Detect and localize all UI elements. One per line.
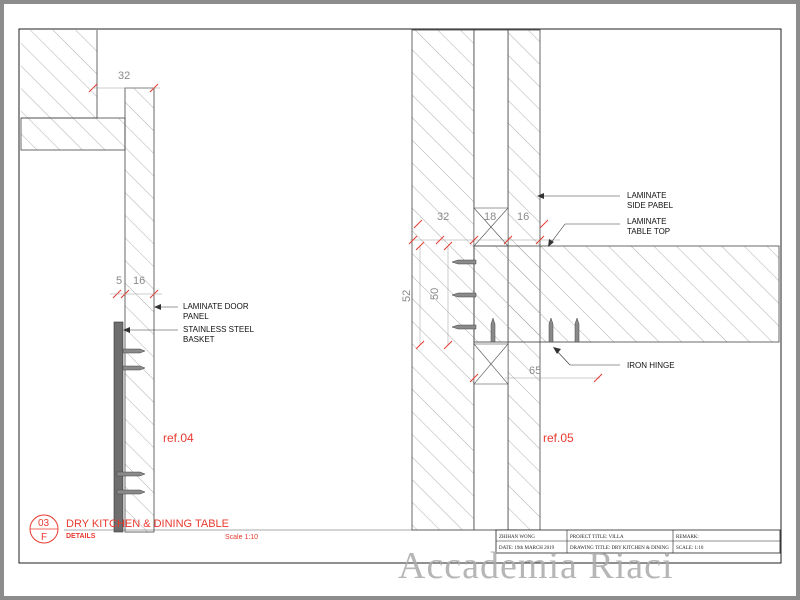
stainless-steel-basket <box>113 321 124 533</box>
dim-mid-32: 32 <box>437 211 449 223</box>
tb-date: DATE: 19th MARCH 2019 <box>499 546 555 551</box>
detail-right: 32 18 16 52 50 65 LAMINATE SIDE PABEL LA… <box>401 29 780 531</box>
tb-project: PROJECT TITLE: VILLA <box>570 535 624 540</box>
title-sub: DETAILS <box>66 533 96 540</box>
dim-mid-16: 16 <box>517 211 529 223</box>
callout-hinge: IRON HINGE <box>627 361 675 370</box>
watermark: Accademia Riaci <box>398 545 674 587</box>
callout-side-panel-2: SIDE PABEL <box>627 201 674 210</box>
wall-top-left <box>21 30 97 118</box>
leader-hinge <box>555 349 571 366</box>
screws-left <box>116 348 146 495</box>
dim-5: 5 <box>116 275 122 287</box>
callout-side-panel-1: LAMINATE <box>627 191 666 200</box>
callout-door-panel-1: LAMINATE DOOR <box>183 302 249 311</box>
sheet-border <box>18 28 782 564</box>
callout-table-top-2: TABLE TOP <box>627 227 670 236</box>
title-scale: Scale 1:10 <box>225 534 258 541</box>
drawing-title: 03 F DRY KITCHEN & DINING TABLE DETAILS … <box>29 514 496 544</box>
detail-left: 32 5 16 LAMINATE DOOR PANEL STAINLESS ST… <box>20 30 255 533</box>
dim-18: 18 <box>484 211 496 223</box>
callout-basket-2: BASKET <box>183 335 215 344</box>
tb-remark: REMARK: <box>676 535 699 540</box>
title-block: ZHIHAN WONG PROJECT TITLE: VILLA REMARK:… <box>495 529 781 554</box>
ref-05-label: ref.05 <box>543 431 574 445</box>
cabinet-top <box>20 117 126 151</box>
title-circle-top: 03 <box>38 518 50 529</box>
dim-16-left: 16 <box>133 275 145 287</box>
leader-table-top <box>549 223 566 245</box>
tb-name: ZHIHAN WONG <box>499 535 535 540</box>
tb-scale: SCALE: 1:10 <box>676 546 704 551</box>
dim-top-32: 32 <box>118 70 130 82</box>
title-circle-bottom: F <box>41 532 47 543</box>
callout-table-top-1: LAMINATE <box>627 217 666 226</box>
screws-right-horizontal <box>451 259 477 330</box>
filler-bottom <box>473 343 509 385</box>
ref-04-label: ref.04 <box>163 431 194 445</box>
laminate-table-top <box>473 245 780 343</box>
dim-65: 65 <box>529 365 541 377</box>
dim-ticks-right <box>408 219 603 383</box>
callout-basket-1: STAINLESS STEEL <box>183 325 255 334</box>
title-main: DRY KITCHEN & DINING TABLE <box>66 518 229 530</box>
dim-50: 50 <box>429 288 441 300</box>
tb-drawing-title: DRAWING TITLE: DRY KITCHEN & DINING <box>570 546 669 551</box>
laminate-door-panel <box>124 87 155 533</box>
screws-right-vertical <box>490 317 580 343</box>
cabinet-side-wall <box>411 29 475 531</box>
callout-door-panel-2: PANEL <box>183 312 209 321</box>
dim-52: 52 <box>401 290 413 302</box>
